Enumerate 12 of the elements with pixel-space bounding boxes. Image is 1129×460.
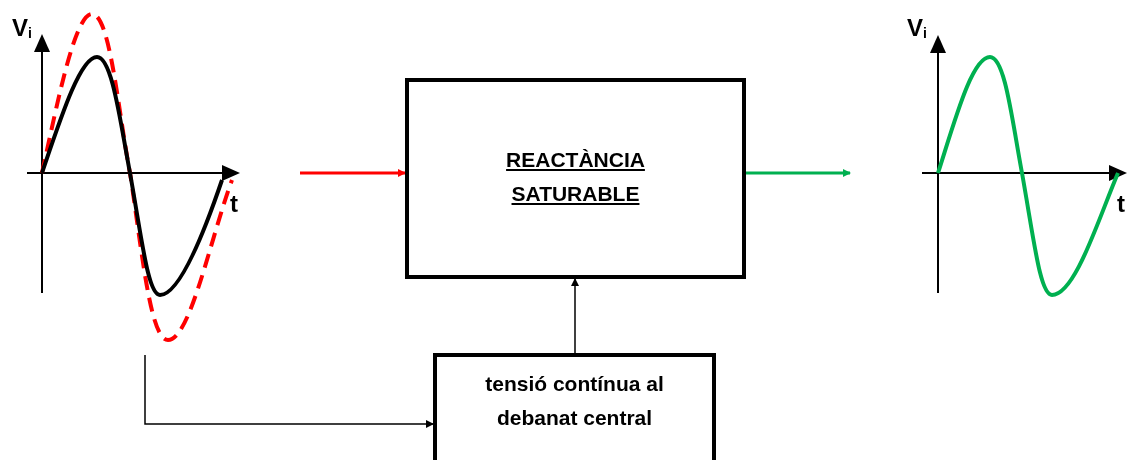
axis-label: V$_{i}$ xyxy=(907,16,927,40)
process-box xyxy=(433,353,716,460)
axis-label: V$_{i}$ xyxy=(12,16,32,40)
arrow xyxy=(746,169,851,177)
process-box xyxy=(405,78,746,279)
arrow xyxy=(571,278,579,354)
arrow xyxy=(300,169,406,177)
axis-label: t xyxy=(230,192,238,216)
axis-label: t xyxy=(1117,192,1125,216)
box-label: REACTÀNCIA SATURABLE xyxy=(505,146,646,207)
arrow xyxy=(144,354,434,428)
box-label: tensió contínua al debanat central xyxy=(484,371,665,431)
